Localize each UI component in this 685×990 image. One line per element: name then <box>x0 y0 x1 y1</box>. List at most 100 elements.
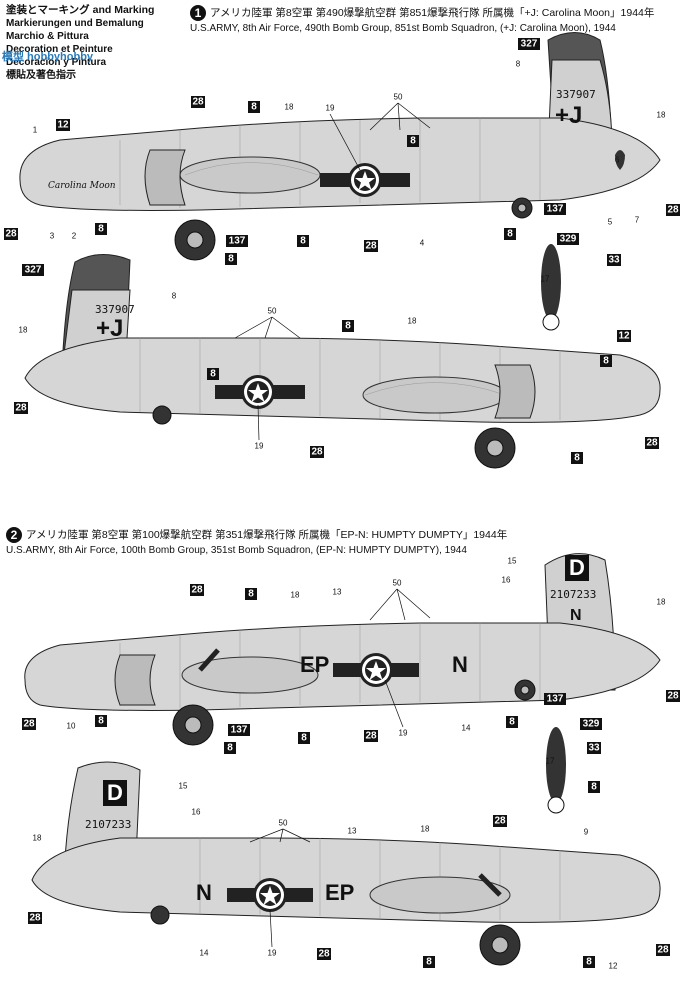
svg-text:137: 137 <box>231 725 248 736</box>
svg-text:28: 28 <box>15 403 27 414</box>
callout-box: 8 <box>506 716 518 728</box>
section-caption-jp: アメリカ陸軍 第8空軍 第490爆撃航空群 第851爆撃飛行隊 所属機「+J: … <box>210 6 655 19</box>
fuselage-code-right: N <box>196 880 212 905</box>
svg-text:329: 329 <box>583 719 600 730</box>
svg-text:327: 327 <box>521 39 538 50</box>
aircraft-2-left-view: D 2107233 N EP N <box>24 553 661 746</box>
svg-text:18: 18 <box>19 326 28 335</box>
svg-text:327: 327 <box>25 265 42 276</box>
svg-text:13: 13 <box>333 588 342 597</box>
svg-text:28: 28 <box>311 447 323 458</box>
svg-text:28: 28 <box>365 731 377 742</box>
tail-letter: D <box>569 555 585 580</box>
nose-art: Carolina Moon <box>48 181 116 191</box>
svg-text:9: 9 <box>584 828 589 837</box>
svg-text:8: 8 <box>574 453 580 464</box>
callout-box: 8 <box>95 715 107 727</box>
svg-text:28: 28 <box>494 816 506 827</box>
svg-text:19: 19 <box>326 104 335 113</box>
section-number: 1 <box>190 5 206 21</box>
svg-text:19: 19 <box>255 442 264 451</box>
svg-text:50: 50 <box>393 579 402 588</box>
svg-text:8: 8 <box>98 224 104 235</box>
header-line: Markierungen und Bemalung <box>6 18 144 29</box>
callout-box: 28 <box>14 402 28 414</box>
svg-text:15: 15 <box>179 782 188 791</box>
svg-text:17: 17 <box>546 757 555 766</box>
svg-text:18: 18 <box>657 111 666 120</box>
svg-text:5: 5 <box>608 218 613 227</box>
callout-box: 8 <box>225 253 237 265</box>
header-line: 標貼及著色指示 <box>6 70 76 81</box>
svg-text:7: 7 <box>635 216 640 225</box>
callout-box: 8 <box>504 228 516 240</box>
callout-box: 28 <box>4 228 18 240</box>
callout-box: 28 <box>190 584 204 596</box>
svg-text:19: 19 <box>268 949 277 958</box>
section-caption-jp: アメリカ陸軍 第8空軍 第100爆撃航空群 第351爆撃飛行隊 所属機「EP-N… <box>26 528 508 541</box>
svg-text:8: 8 <box>301 733 307 744</box>
callout-box: 8 <box>588 781 600 793</box>
svg-text:8: 8 <box>227 743 233 754</box>
svg-text:28: 28 <box>667 691 679 702</box>
svg-text:10: 10 <box>67 722 76 731</box>
bomb-1 <box>541 244 561 331</box>
tail-letter: D <box>107 780 123 805</box>
callout-box: 28 <box>493 815 507 827</box>
svg-text:8: 8 <box>603 356 609 367</box>
svg-text:18: 18 <box>33 834 42 843</box>
svg-text:50: 50 <box>394 93 403 102</box>
svg-text:16: 16 <box>502 576 511 585</box>
section-1-caption: 1 アメリカ陸軍 第8空軍 第490爆撃航空群 第851爆撃飛行隊 所属機「+J:… <box>190 5 654 36</box>
callout-box: 137 <box>228 724 250 736</box>
svg-text:18: 18 <box>657 598 666 607</box>
svg-text:8: 8 <box>345 321 351 332</box>
callout-box: 137 <box>544 693 566 705</box>
svg-text:13: 13 <box>348 827 357 836</box>
tail-letter-lower: N <box>570 607 582 624</box>
svg-text:8: 8 <box>509 717 515 728</box>
callout-box: 12 <box>617 330 631 342</box>
watermark: 模型 hobbyhobby <box>2 51 94 63</box>
callout-box: 8 <box>297 235 309 247</box>
svg-text:16: 16 <box>192 808 201 817</box>
callout-box: 28 <box>666 690 680 702</box>
callout-box: 28 <box>310 446 324 458</box>
svg-text:12: 12 <box>57 120 69 131</box>
svg-text:28: 28 <box>191 585 203 596</box>
svg-text:8: 8 <box>410 136 416 147</box>
svg-text:8: 8 <box>251 102 257 113</box>
callout-box: 8 <box>245 588 257 600</box>
tail-code: +J <box>555 102 582 129</box>
serial-number: 337907 <box>556 88 596 101</box>
svg-text:33: 33 <box>608 255 620 266</box>
aircraft-1-right-view: 337907 +J <box>24 254 661 469</box>
fuselage-code-left: EP <box>300 652 329 677</box>
svg-text:4: 4 <box>420 239 425 248</box>
header-line: Decoracion y Pintura <box>6 57 107 68</box>
bomb-2 <box>546 727 566 814</box>
svg-text:8: 8 <box>300 236 306 247</box>
svg-text:1: 1 <box>33 126 38 135</box>
aircraft-2-right-view: D 2107233 N N EP <box>31 761 661 966</box>
svg-text:14: 14 <box>462 724 471 733</box>
callout-box: 28 <box>666 204 680 216</box>
callout-box: 8 <box>583 956 595 968</box>
svg-text:8: 8 <box>586 957 592 968</box>
svg-text:14: 14 <box>200 949 209 958</box>
callout-box: 137 <box>544 203 566 215</box>
callout-box: 28 <box>28 912 42 924</box>
header-title-jp: 塗装とマーキング <box>6 4 90 16</box>
callout-boxes: 12 28 8 8 327 28 8 137 8 8 28 137 8 28 3… <box>4 38 680 968</box>
header-line: Decoration et Peinture <box>6 44 113 55</box>
callout-box: 28 <box>645 437 659 449</box>
header-title-en: and Marking <box>92 4 155 16</box>
serial-number: 337907 <box>95 303 135 316</box>
callout-box: 28 <box>364 240 378 252</box>
svg-text:17: 17 <box>541 275 550 284</box>
leader-lines <box>234 102 431 948</box>
page-header: 塗装とマーキング and Marking Markierungen und Be… <box>6 4 154 82</box>
svg-text:28: 28 <box>365 241 377 252</box>
callout-box: 33 <box>587 742 601 754</box>
svg-text:28: 28 <box>646 438 658 449</box>
